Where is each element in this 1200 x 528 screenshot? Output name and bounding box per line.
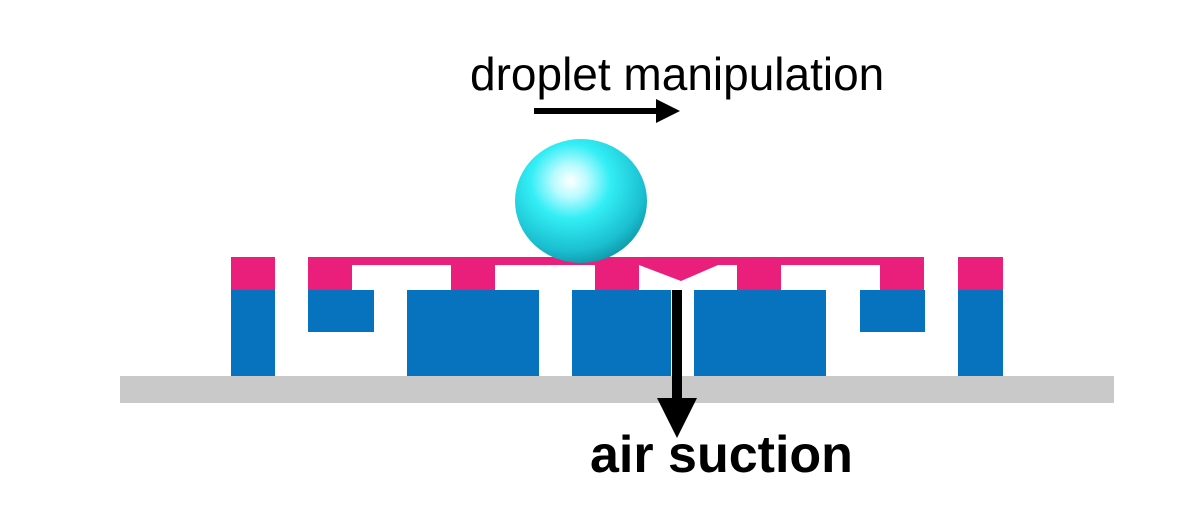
droplet — [515, 139, 647, 263]
membrane-pillar-7 — [958, 257, 1003, 290]
substrate — [120, 376, 1114, 403]
structure-block-4 — [572, 290, 671, 376]
microchannel-structure — [231, 290, 1003, 376]
membrane-pillar-1 — [231, 257, 275, 290]
deflected-membrane — [639, 257, 718, 281]
membrane-layer — [231, 257, 1003, 290]
structure-block-7 — [958, 290, 1003, 376]
structure-block-1 — [231, 290, 275, 376]
structure-block-6 — [860, 290, 925, 332]
air-suction-label: air suction — [590, 426, 853, 484]
structure-block-3 — [407, 290, 539, 376]
droplet-manipulation-label: droplet manipulation — [470, 48, 885, 100]
structure-block-2 — [308, 290, 374, 332]
structure-block-5 — [694, 290, 826, 376]
membrane-top-right — [718, 257, 924, 265]
membrane-top-left — [308, 257, 639, 265]
